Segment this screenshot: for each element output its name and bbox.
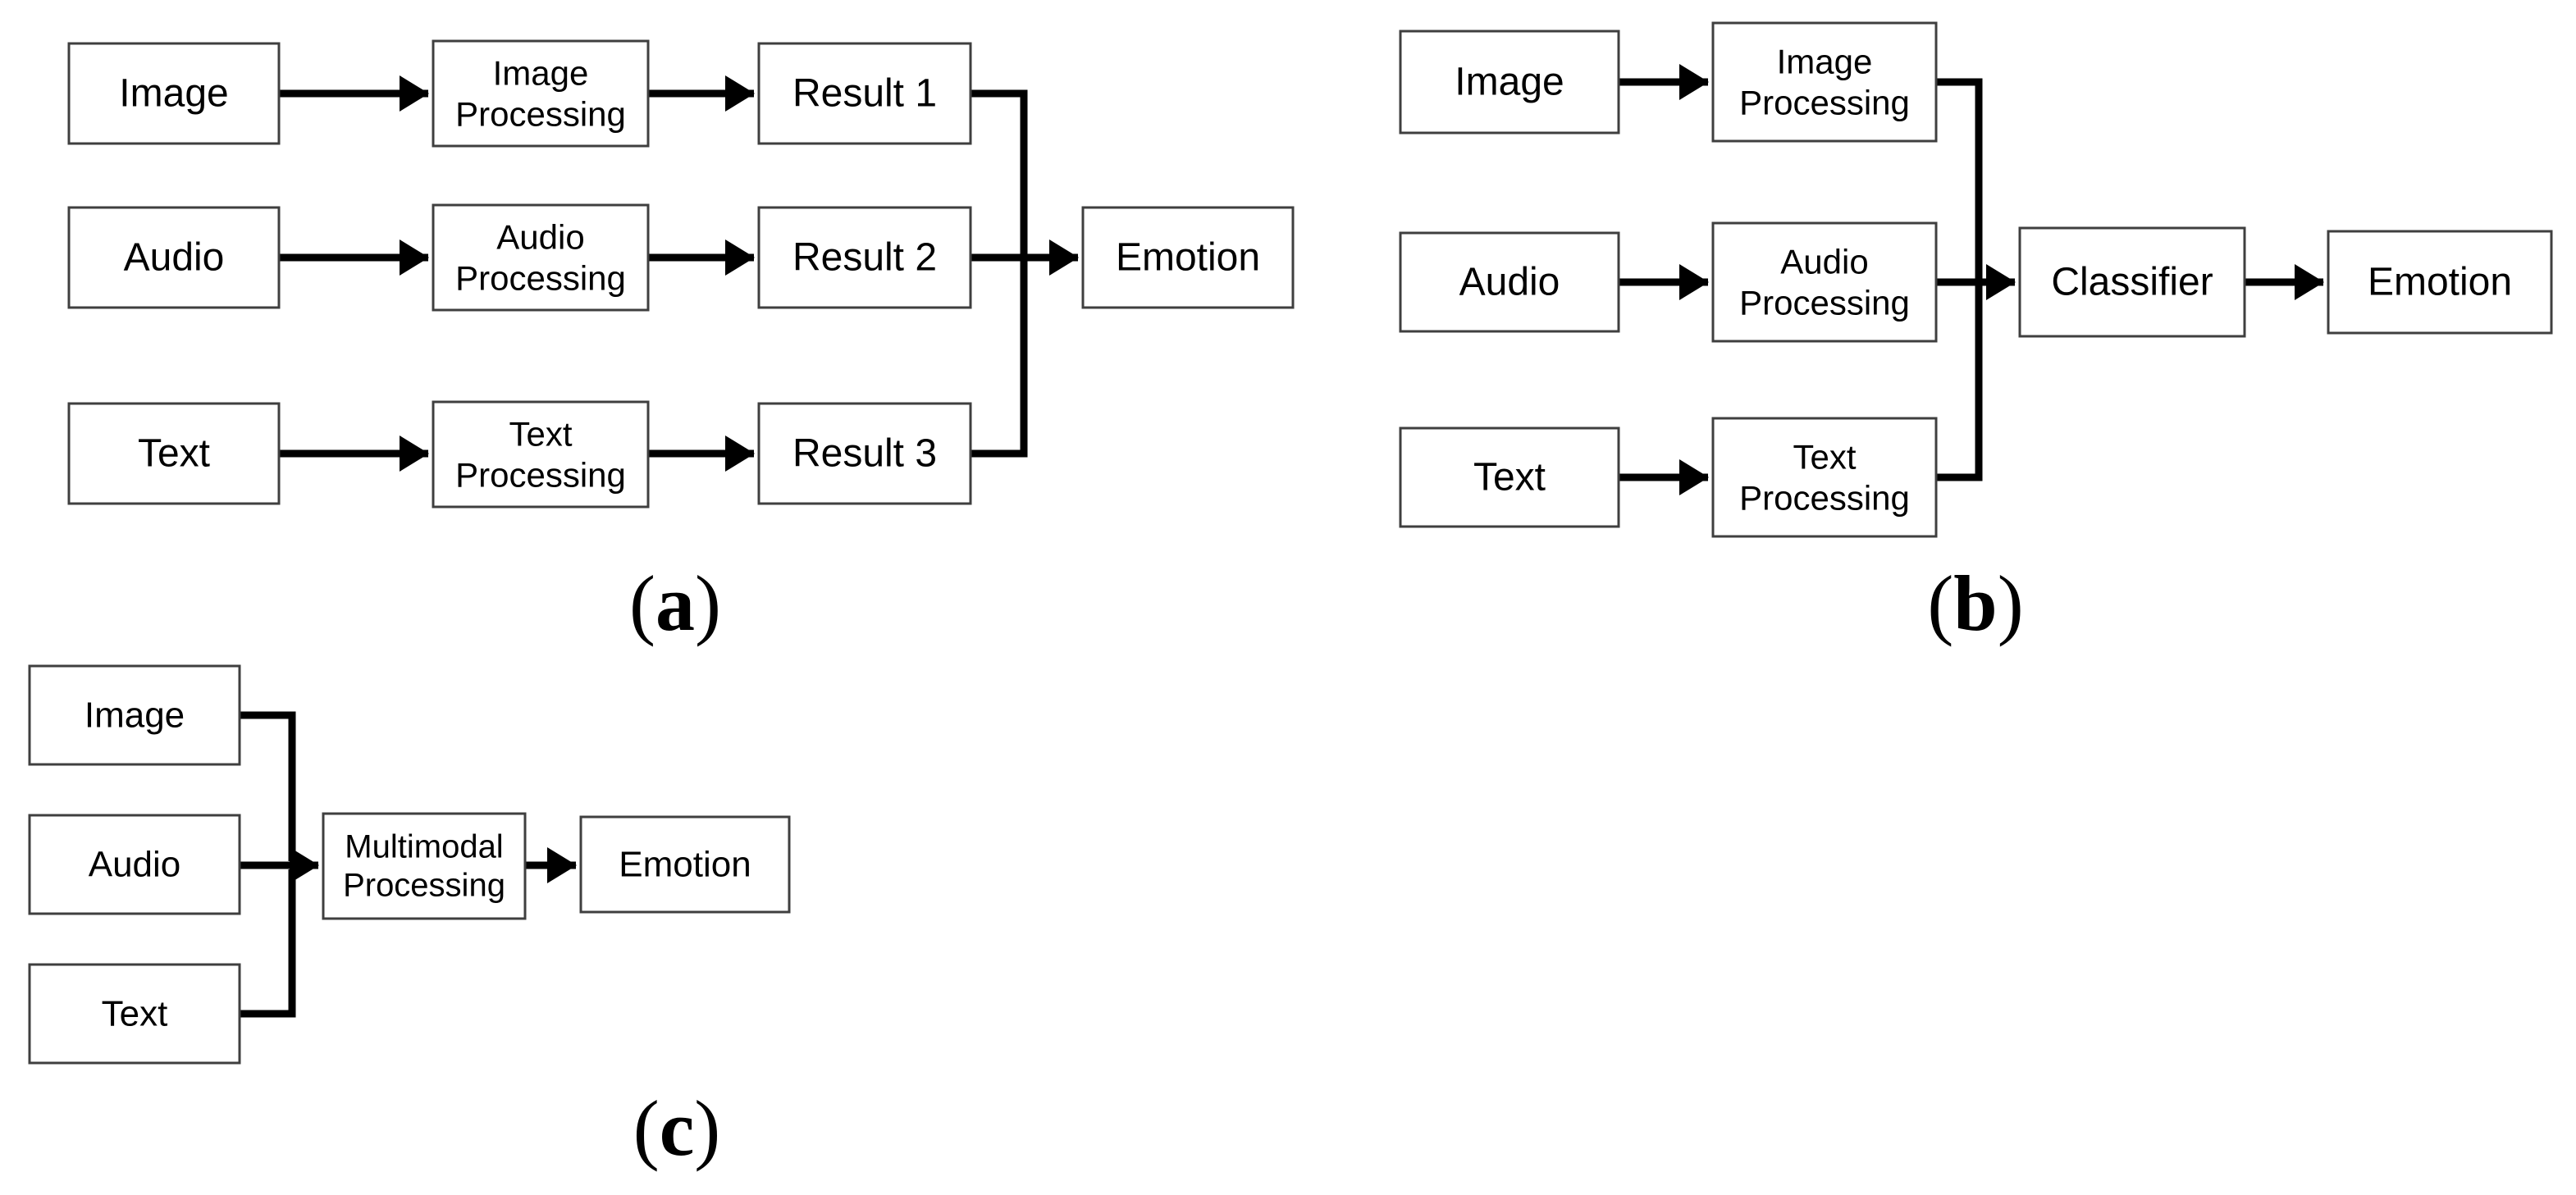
node-a-result-3 (757, 402, 972, 505)
edge-text-to-merge-bus (240, 869, 296, 1018)
node-b-audio-processing (1711, 221, 1938, 343)
node-c-text (28, 963, 241, 1065)
node-b-audio (1399, 231, 1620, 333)
caption-c: (c) (633, 1084, 721, 1172)
node-c-audio-label: Audio (89, 845, 181, 885)
caption-b: (b) (1927, 559, 2023, 647)
node-c-text-label: Text (102, 994, 168, 1034)
edge-image-processing-to-merge-bus (1936, 78, 1983, 279)
node-a-result-3-label: Result 3 (792, 432, 937, 476)
node-a-emotion-label: Emotion (1116, 236, 1260, 280)
node-b-text-label: Text (1473, 456, 1546, 499)
node-b-image-label: Image (1455, 61, 1564, 104)
node-b-text-processing (1711, 417, 1938, 538)
node-a-text (67, 402, 281, 505)
node-a-audio (67, 206, 281, 309)
node-a-image-processing (432, 39, 650, 148)
node-a-text-label: Text (138, 432, 210, 476)
node-a-emotion (1081, 206, 1295, 309)
node-c-audio (28, 814, 241, 915)
node-a-audio-processing (432, 203, 650, 312)
edge-result-3-to-merge-bus (971, 261, 1028, 458)
node-a-result-1-label: Result 1 (792, 72, 937, 116)
node-b-image-processing (1711, 21, 1938, 143)
node-a-result-2 (757, 206, 972, 309)
caption-a: (a) (629, 559, 721, 647)
node-c-image-label: Image (84, 696, 185, 736)
edge-image-to-merge-bus (240, 711, 296, 861)
node-c-emotion-label: Emotion (619, 845, 751, 885)
edge-text-processing-to-merge-bus (1936, 285, 1983, 481)
node-b-emotion (2327, 230, 2553, 335)
node-c-image (28, 664, 241, 766)
node-a-audio-label: Audio (124, 236, 225, 280)
node-b-classifier-label: Classifier (2051, 261, 2213, 304)
node-b-image (1399, 30, 1620, 135)
node-b-classifier (2018, 226, 2246, 338)
node-a-result-2-label: Result 2 (792, 236, 937, 280)
node-a-result-1 (757, 42, 972, 145)
node-b-text (1399, 426, 1620, 528)
node-b-audio-label: Audio (1459, 261, 1560, 304)
node-a-image-label: Image (119, 72, 228, 116)
node-b-emotion-label: Emotion (2368, 261, 2512, 304)
node-a-image (67, 42, 281, 145)
edge-result-1-to-merge-bus (971, 89, 1028, 254)
node-a-text-processing (432, 400, 650, 509)
node-c-multimodal-processing (322, 812, 527, 920)
node-c-emotion (579, 815, 791, 914)
